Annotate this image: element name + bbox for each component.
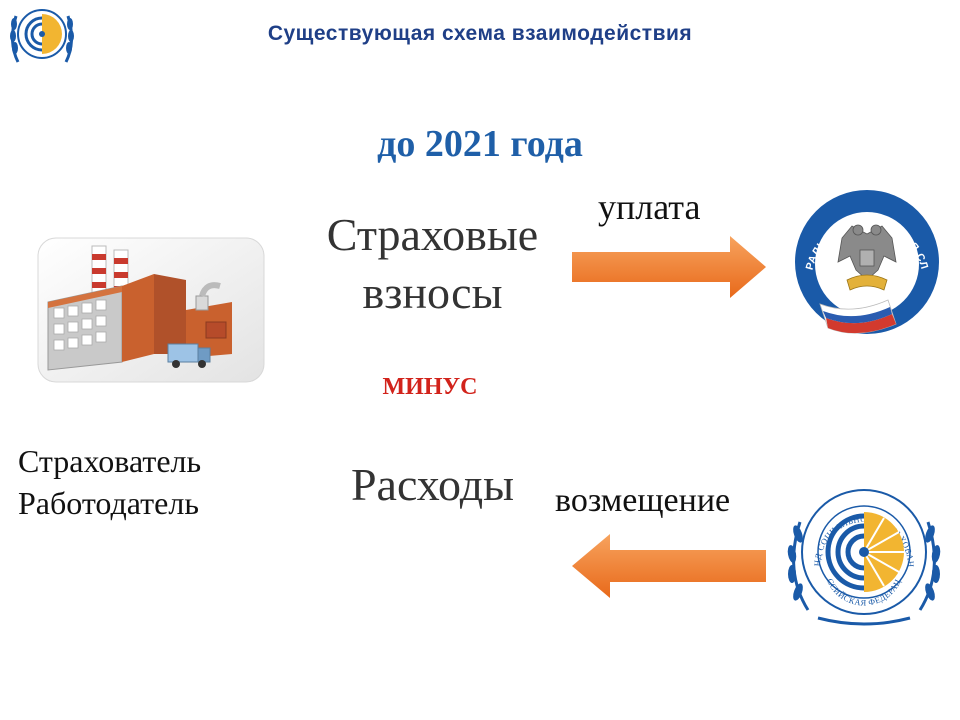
payment-arrow xyxy=(572,236,766,298)
expenses-label: Расходы xyxy=(350,459,515,510)
reimbursement-arrow xyxy=(572,534,766,598)
contributions-label: Страховые взносы xyxy=(326,209,539,318)
fss-logo-icon xyxy=(10,9,74,63)
minus-label: МИНУС xyxy=(382,374,478,400)
period-subtitle: до 2021 года xyxy=(377,123,583,165)
insurer-label: Страхователь Работодатель xyxy=(18,443,202,521)
reimbursement-label: возмещение xyxy=(555,482,731,519)
factory-icon xyxy=(37,237,265,383)
page-title: Существующая схема взаимодействия xyxy=(267,22,693,45)
fns-emblem-icon: ФЕДЕРАЛЬНАЯ НАЛОГОВАЯ СЛУЖБА xyxy=(792,186,939,334)
fss-emblem-icon: ФОНД СОЦИАЛЬНОГО СТРАХОВАНИЯ РОССИЙСКАЯ … xyxy=(778,482,941,626)
payment-label: уплата xyxy=(598,187,701,227)
